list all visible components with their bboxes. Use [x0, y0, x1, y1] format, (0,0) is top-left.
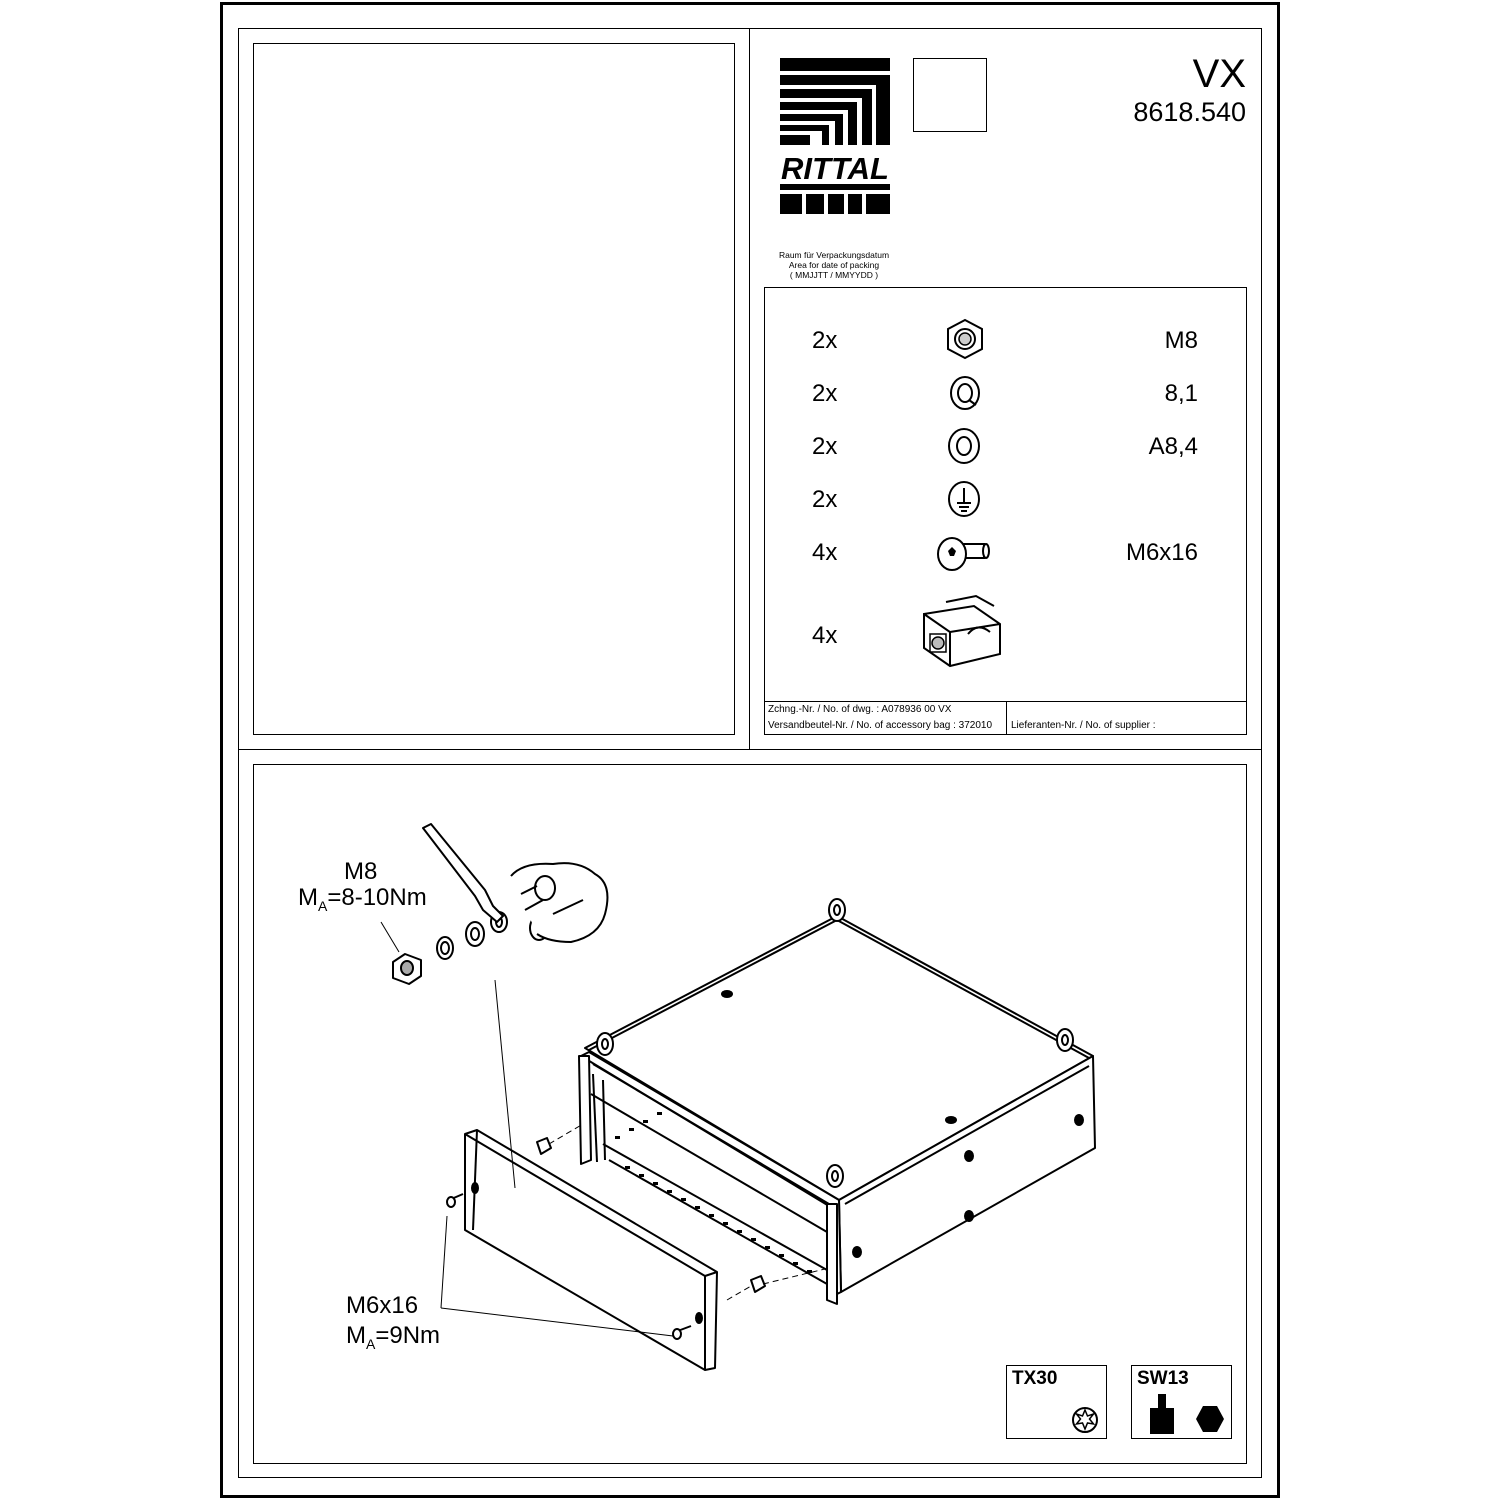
drawing-number: Zchng.-Nr. / No. of dwg. : A078936 00 VX — [768, 704, 952, 715]
frame-divider-vertical — [749, 28, 750, 750]
part-qty: 4x — [812, 539, 838, 566]
torque-subscript: A — [366, 1335, 376, 1352]
packing-date-note: Raum für Verpackungsdatum Area for date … — [760, 250, 908, 280]
nut-size-label: M8 — [344, 858, 378, 885]
part-spec: M6x16 — [1125, 539, 1198, 566]
supplier-number: Lieferanten-Nr. / No. of supplier : — [1011, 720, 1156, 731]
fastener-stack — [392, 911, 549, 985]
assembly-drawing — [380, 823, 1096, 1371]
captive-nut — [536, 1137, 552, 1155]
part-spec: M8 — [1164, 327, 1198, 354]
hex-socket-icon — [1150, 1394, 1224, 1434]
screw-icon — [937, 537, 990, 571]
part-qty: 4x — [812, 622, 838, 649]
hex-nut-icon — [947, 318, 983, 360]
frame-divider-horizontal — [238, 749, 1262, 750]
captive-nut — [750, 1275, 766, 1293]
accessory-bag-number: Versandbeutel-Nr. / No. of accessory bag… — [768, 720, 993, 731]
packing-note-line2: Area for date of packing — [788, 260, 880, 270]
packing-date-box — [913, 58, 987, 132]
footer-column-divider — [1006, 701, 1007, 735]
spring-washer-icon — [950, 376, 980, 410]
captive-nut-icon — [923, 594, 1001, 668]
rittal-logo: RITTAL — [780, 58, 890, 214]
packing-note-line1: Raum für Verpackungsdatum — [778, 250, 890, 260]
part-qty: 2x — [812, 486, 838, 513]
page-border — [220, 2, 1280, 1498]
footer-divider — [764, 701, 1247, 702]
logo-stripes — [780, 58, 890, 214]
packing-note-line3: ( MMJJTT / MMYYDD ) — [789, 270, 879, 280]
torque-symbol: M — [298, 884, 318, 911]
torque-value: =8-10Nm — [327, 884, 427, 911]
torque-symbol: M — [346, 1322, 366, 1349]
earth-washer-icon — [948, 481, 980, 517]
eye-bolts — [596, 898, 1074, 1188]
tool-label: SW13 — [1137, 1368, 1189, 1389]
flat-washer-icon — [948, 428, 980, 464]
part-qty: 2x — [812, 380, 838, 407]
panel-holes — [721, 990, 1084, 1258]
part-qty: 2x — [812, 327, 838, 354]
torque-subscript: A — [318, 897, 328, 914]
part-spec: A8,4 — [1148, 433, 1198, 460]
blank-panel — [253, 43, 735, 735]
tool-box-tx30: TX30 — [1006, 1365, 1107, 1439]
earth-strap — [422, 823, 504, 923]
nut-torque-label: MA=8-10Nm — [298, 882, 427, 922]
parts-list — [764, 287, 1247, 735]
trim-screws — [446, 1193, 692, 1340]
tool-box-sw13: SW13 — [1131, 1365, 1232, 1439]
torx-icon — [1072, 1407, 1098, 1433]
tool-label: TX30 — [1012, 1368, 1058, 1389]
screw-torque-label: MA=9Nm — [346, 1320, 440, 1360]
frame-border — [238, 28, 1262, 1478]
mounting-rail-holes — [615, 1112, 812, 1273]
article-number: 8618.540 — [1133, 97, 1246, 127]
series-name: VX — [1192, 52, 1246, 96]
logo-text: RITTAL — [781, 151, 889, 186]
screw-size-label: M6x16 — [346, 1292, 419, 1319]
hand-outline — [510, 862, 609, 943]
assembly-panel — [253, 764, 1247, 1464]
part-qty: 2x — [812, 433, 838, 460]
part-spec: 8,1 — [1164, 380, 1198, 407]
torque-value: =9Nm — [375, 1322, 441, 1349]
